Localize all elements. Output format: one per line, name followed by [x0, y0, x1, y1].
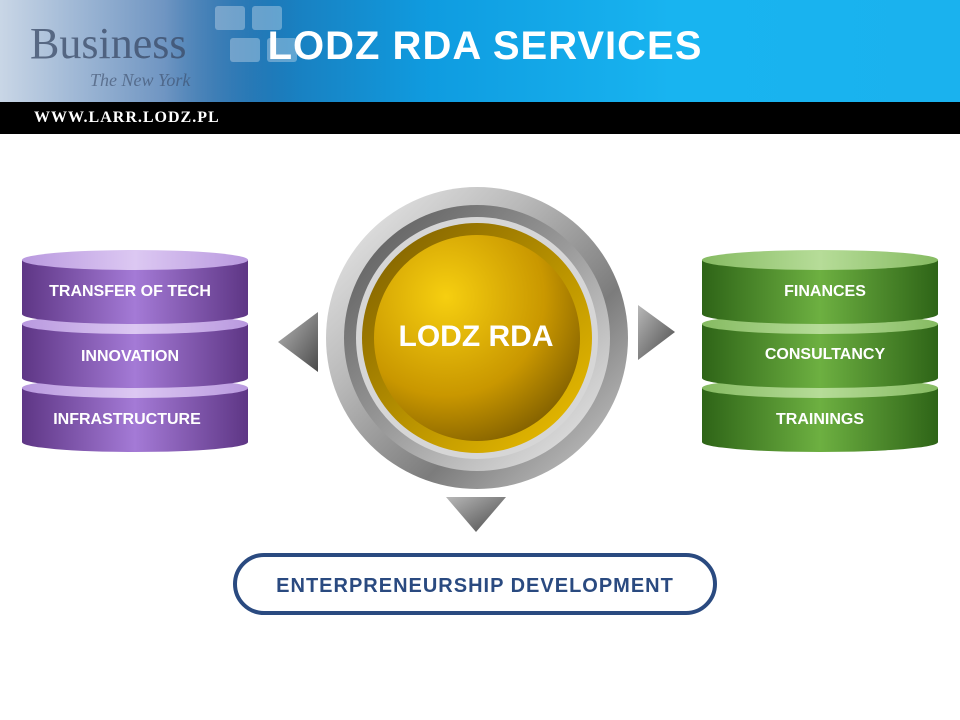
svg-text:The New York: The New York — [90, 70, 191, 90]
svg-text:Business: Business — [30, 19, 186, 68]
url-bar: WWW.LARR.LODZ.PL — [0, 102, 960, 134]
label-finances: FINANCES — [784, 283, 866, 300]
newspaper-photo: Business The New York — [0, 0, 300, 102]
arrow-right-icon — [638, 305, 675, 360]
website-url: WWW.LARR.LODZ.PL — [34, 109, 220, 126]
label-transfer-of-tech: TRANSFER OF TECH — [49, 283, 211, 300]
entrepreneurship-label: ENTERPRENEURSHIP DEVELOPMENT — [276, 575, 674, 597]
cylinder-finances — [702, 250, 938, 324]
label-innovation: INNOVATION — [80, 348, 180, 365]
left-cylinder-stack — [22, 250, 248, 452]
arrow-down-icon — [446, 497, 506, 532]
label-trainings: TRAININGS — [776, 411, 864, 428]
center-gold-core — [374, 235, 580, 441]
arrow-left-icon — [278, 312, 318, 372]
page-title: LODZ RDA SERVICES — [267, 24, 703, 68]
center-label: LODZ RDA — [398, 320, 554, 353]
cylinder-transfer-of-tech — [22, 250, 248, 324]
header-banner: Business The New York LODZ RDA SERVICES — [0, 0, 960, 102]
right-cylinder-stack — [702, 250, 938, 452]
entrepreneurship-box: ENTERPRENEURSHIP DEVELOPMENT — [233, 553, 717, 615]
label-infrastructure: INFRASTRUCTURE — [53, 411, 201, 428]
label-consultancy: CONSULTANCY — [764, 346, 886, 363]
